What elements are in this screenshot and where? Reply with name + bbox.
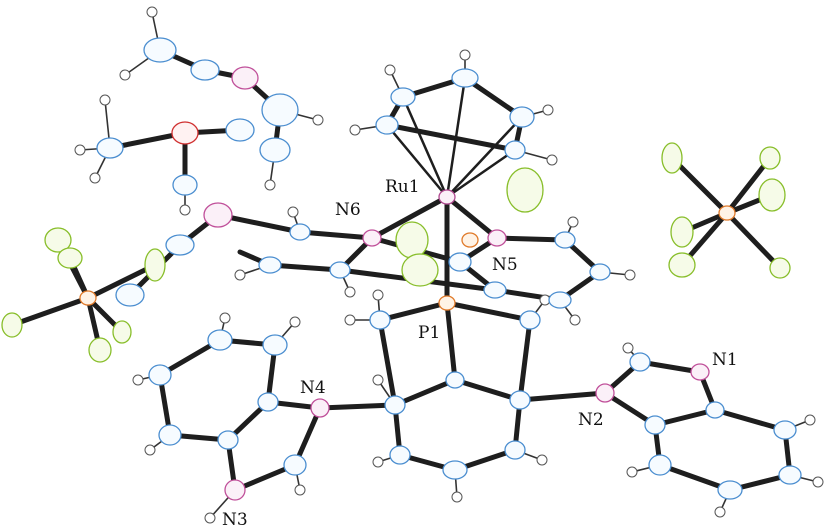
label-n2: N2: [578, 410, 604, 430]
oxygen-atoms: [171, 66, 259, 228]
label-n4: N4: [300, 378, 326, 398]
atom-labels: Ru1 N6 N5 P1 N4 N2 N1 N3: [222, 177, 738, 530]
hydrogen-atoms: [74, 6, 824, 524]
carbon-atoms: [96, 37, 802, 500]
label-n3: N3: [222, 510, 248, 530]
ruthenium-atom: [438, 189, 456, 205]
phosphorus-atoms: [79, 205, 736, 311]
label-n6: N6: [335, 200, 361, 220]
nitrogen-atoms: [224, 229, 710, 501]
label-n5: N5: [492, 255, 518, 275]
fluorine-atoms: [1, 142, 791, 363]
label-n1: N1: [712, 350, 738, 370]
atoms: [1, 6, 824, 524]
label-ru1: Ru1: [385, 177, 420, 197]
label-p1: P1: [418, 323, 440, 343]
